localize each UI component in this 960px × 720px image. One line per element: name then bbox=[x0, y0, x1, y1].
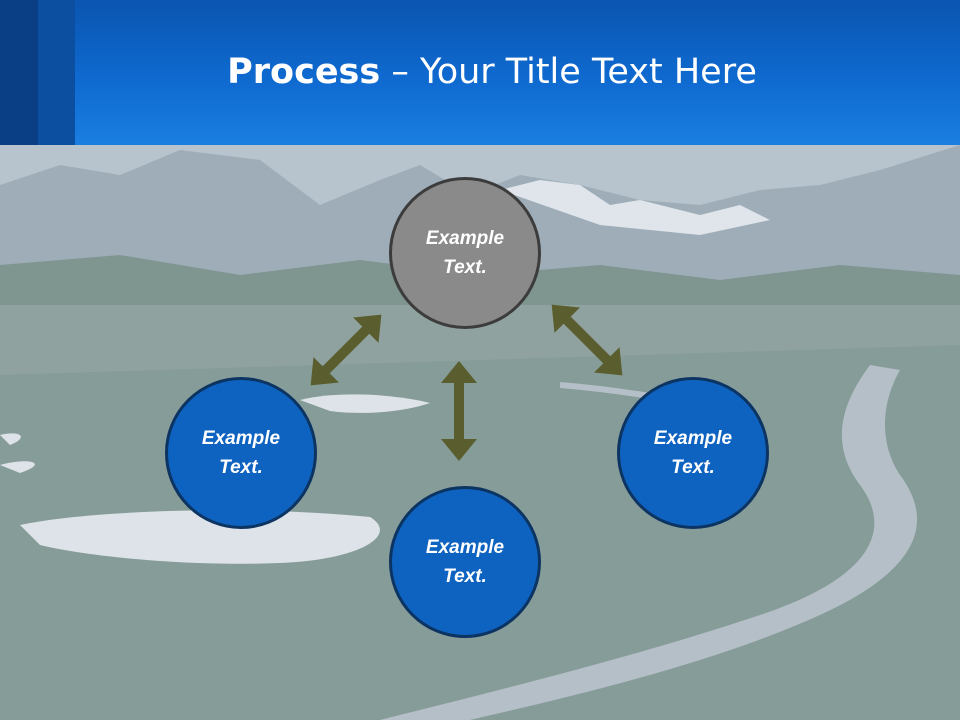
node-label: Example bbox=[425, 537, 505, 558]
node-label: Text. bbox=[443, 566, 487, 587]
node-label: Example bbox=[653, 428, 733, 449]
title-bold: Process bbox=[227, 52, 381, 92]
double-arrow-icon bbox=[551, 304, 623, 376]
slide-title: Process – Your Title Text Here bbox=[0, 52, 960, 92]
node-label: Example bbox=[201, 428, 281, 449]
process-node-top: Example Text. bbox=[389, 177, 541, 329]
node-label: Example bbox=[425, 228, 505, 249]
double-arrow-icon bbox=[441, 361, 477, 461]
process-node-bottom: Example Text. bbox=[389, 486, 541, 638]
process-node-right: Example Text. bbox=[617, 377, 769, 529]
title-bar bbox=[0, 0, 960, 145]
process-node-left: Example Text. bbox=[165, 377, 317, 529]
node-label: Text. bbox=[443, 257, 487, 278]
node-label: Text. bbox=[219, 457, 263, 478]
accent-strip bbox=[0, 0, 38, 145]
title-rest: – Your Title Text Here bbox=[380, 52, 757, 92]
node-label: Text. bbox=[671, 457, 715, 478]
accent-strip bbox=[38, 0, 75, 145]
double-arrow-icon bbox=[310, 314, 382, 386]
